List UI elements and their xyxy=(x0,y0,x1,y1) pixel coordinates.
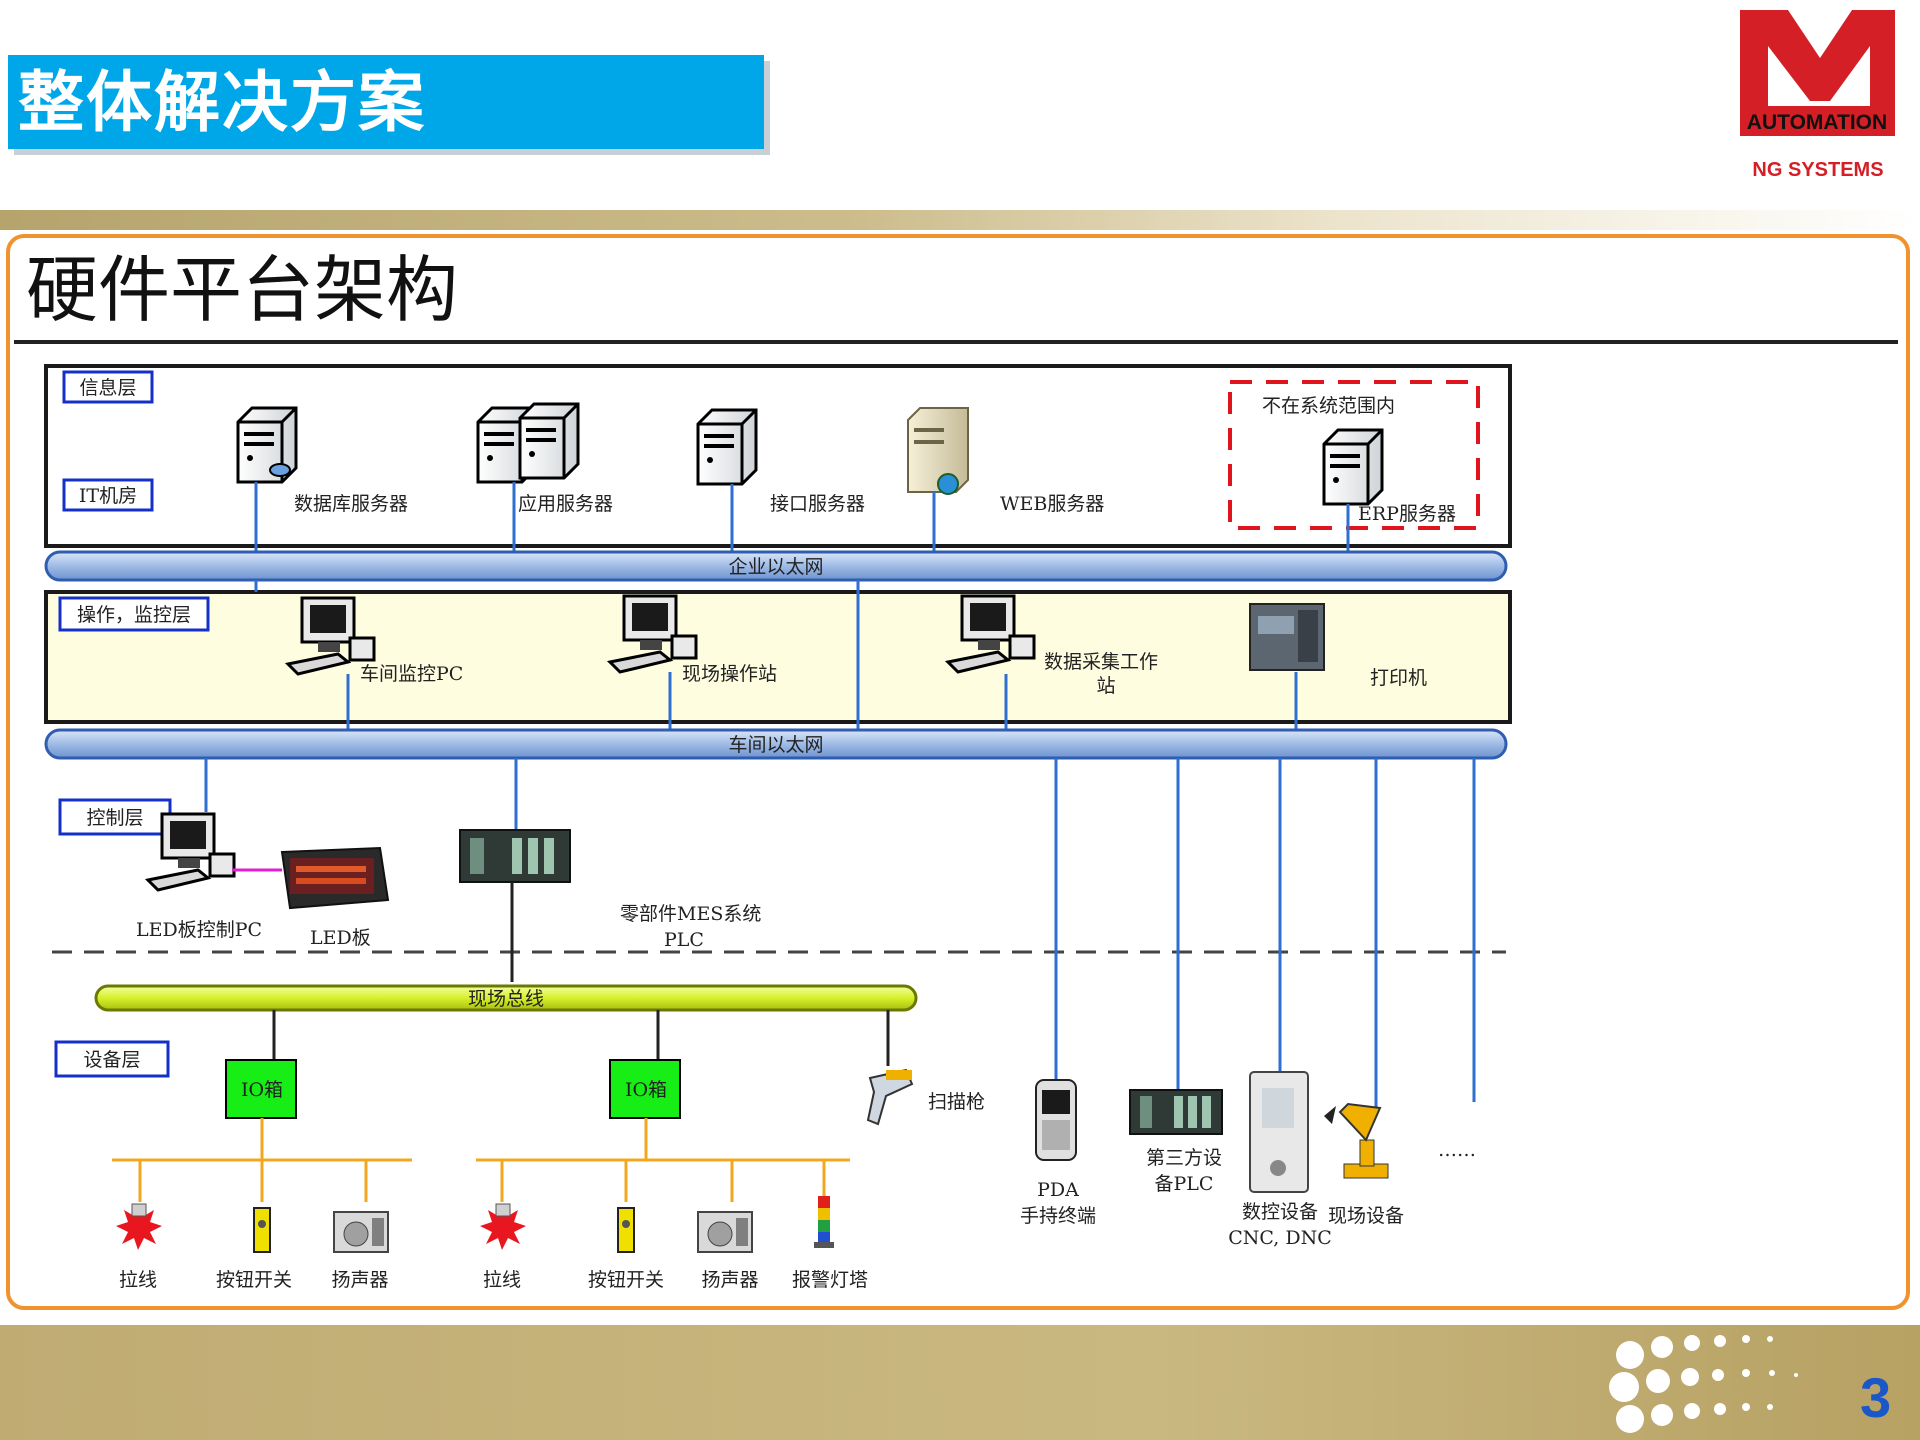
database-server-label: 数据库服务器 xyxy=(294,493,408,515)
push-button-label-2: 按钮开关 xyxy=(588,1269,664,1291)
led-board-icon xyxy=(280,846,390,910)
section-title: 硬件平台架构 xyxy=(26,248,459,332)
mes-plc-icon xyxy=(459,829,571,883)
content-frame xyxy=(6,234,1910,1310)
header-divider xyxy=(0,210,1920,230)
pda-label-line1: PDA xyxy=(1037,1179,1079,1201)
push-button-label-1: 按钮开关 xyxy=(216,1269,292,1291)
interface-server-icon xyxy=(696,408,758,486)
io-box-2-label: IO箱 xyxy=(625,1079,667,1101)
logo-brand-text: AUTOMATION xyxy=(1747,111,1887,134)
data-station-label-line2: 站 xyxy=(1096,675,1115,697)
layer-label-control: 控制层 xyxy=(86,807,143,829)
app-server-label: 应用服务器 xyxy=(518,493,613,515)
speaker-label-2: 扬声器 xyxy=(701,1269,758,1291)
pda-icon xyxy=(1035,1079,1077,1161)
scanner-label: 扫描枪 xyxy=(928,1091,985,1113)
speaker-label-1: 扬声器 xyxy=(331,1269,388,1291)
led-board-label: LED板 xyxy=(310,927,371,949)
third-party-plc-label-line1: 第三方设 xyxy=(1146,1147,1222,1169)
cnc-label-line1: 数控设备 xyxy=(1242,1201,1318,1223)
barcode-scanner-icon xyxy=(866,1068,914,1126)
app-server-icon-2 xyxy=(518,402,580,480)
layer-label-device: 设备层 xyxy=(83,1049,140,1071)
enterprise-ethernet-label: 企业以太网 xyxy=(728,556,823,578)
operator-station-label: 现场操作站 xyxy=(682,663,777,685)
layer-tag-ops xyxy=(58,596,210,632)
out-of-scope-label: 不在系统范围内 xyxy=(1262,395,1395,417)
footer-band xyxy=(0,1325,1920,1440)
alarm-tower-icon xyxy=(814,1196,834,1248)
hardware-architecture-diagram: 信息层 IT机房 数据库服务器 应用服务器 接口服务器 WEB服务器 不在系统范… xyxy=(44,364,1512,1291)
push-button-icon-1 xyxy=(253,1207,271,1253)
mes-plc-label-line2: PLC xyxy=(664,929,704,951)
erp-server-label: ERP服务器 xyxy=(1358,503,1456,525)
section-divider xyxy=(14,340,1898,344)
push-button-icon-2 xyxy=(617,1207,635,1253)
workshop-ethernet-label: 车间以太网 xyxy=(728,734,823,756)
erp-server-icon xyxy=(1322,428,1384,506)
out-of-scope-boundary xyxy=(1228,380,1480,530)
speaker-icon-2 xyxy=(697,1211,753,1253)
cnc-label-line2: CNC, DNC xyxy=(1228,1227,1332,1249)
company-logo: AUTOMATION NG SYSTEMS xyxy=(1730,6,1910,181)
layer-tag-it-room xyxy=(62,478,154,512)
third-party-plc-label-line2: 备PLC xyxy=(1155,1173,1214,1195)
printer-label: 打印机 xyxy=(1370,667,1427,689)
more-devices-ellipsis: …… xyxy=(1438,1139,1476,1161)
alarm-tower-label: 报警灯塔 xyxy=(792,1269,868,1291)
interface-server-label: 接口服务器 xyxy=(770,493,865,515)
web-server-icon xyxy=(907,407,969,495)
pda-label-line2: 手持终端 xyxy=(1020,1205,1096,1227)
page-number: 3 xyxy=(1860,1366,1892,1429)
fieldbus xyxy=(94,984,918,1012)
pull-cord-icon-2 xyxy=(479,1203,527,1251)
field-equipment-label: 现场设备 xyxy=(1328,1205,1404,1227)
data-station-label-line1: 数据采集工作 xyxy=(1044,651,1158,673)
io-box-1-label: IO箱 xyxy=(241,1079,283,1101)
enterprise-ethernet-bus xyxy=(44,550,1508,582)
pull-cord-label-1: 拉线 xyxy=(119,1269,157,1291)
third-party-plc-icon xyxy=(1129,1089,1223,1135)
layer-tag-info xyxy=(62,370,154,404)
pull-cord-icon-1 xyxy=(115,1203,163,1251)
workshop-ethernet-bus xyxy=(44,728,1508,760)
speaker-icon-1 xyxy=(333,1211,389,1253)
web-server-label: WEB服务器 xyxy=(1000,493,1104,515)
layer-label-ops: 操作，监控层 xyxy=(77,604,191,626)
cnc-device-icon xyxy=(1249,1071,1309,1193)
logo-tagline-text: NG SYSTEMS xyxy=(1752,159,1883,181)
decorative-dots-icon xyxy=(1609,1335,1798,1433)
led-control-pc-icon xyxy=(146,812,236,892)
fieldbus-label: 现场总线 xyxy=(468,988,544,1010)
workshop-monitor-pc-label: 车间监控PC xyxy=(360,663,463,685)
mes-plc-label-line1: 零部件MES系统 xyxy=(620,903,761,925)
robot-arm-icon xyxy=(1324,1102,1389,1179)
pull-cord-label-2: 拉线 xyxy=(483,1269,521,1291)
layer-tag-device xyxy=(54,1040,170,1078)
printer-icon xyxy=(1249,603,1325,671)
title-banner xyxy=(8,55,764,149)
page-title: 整体解决方案 xyxy=(18,64,426,141)
layer-label-info: 信息层 xyxy=(79,377,136,399)
layer-label-it-room: IT机房 xyxy=(79,485,137,507)
led-control-pc-label: LED板控制PC xyxy=(136,919,262,941)
